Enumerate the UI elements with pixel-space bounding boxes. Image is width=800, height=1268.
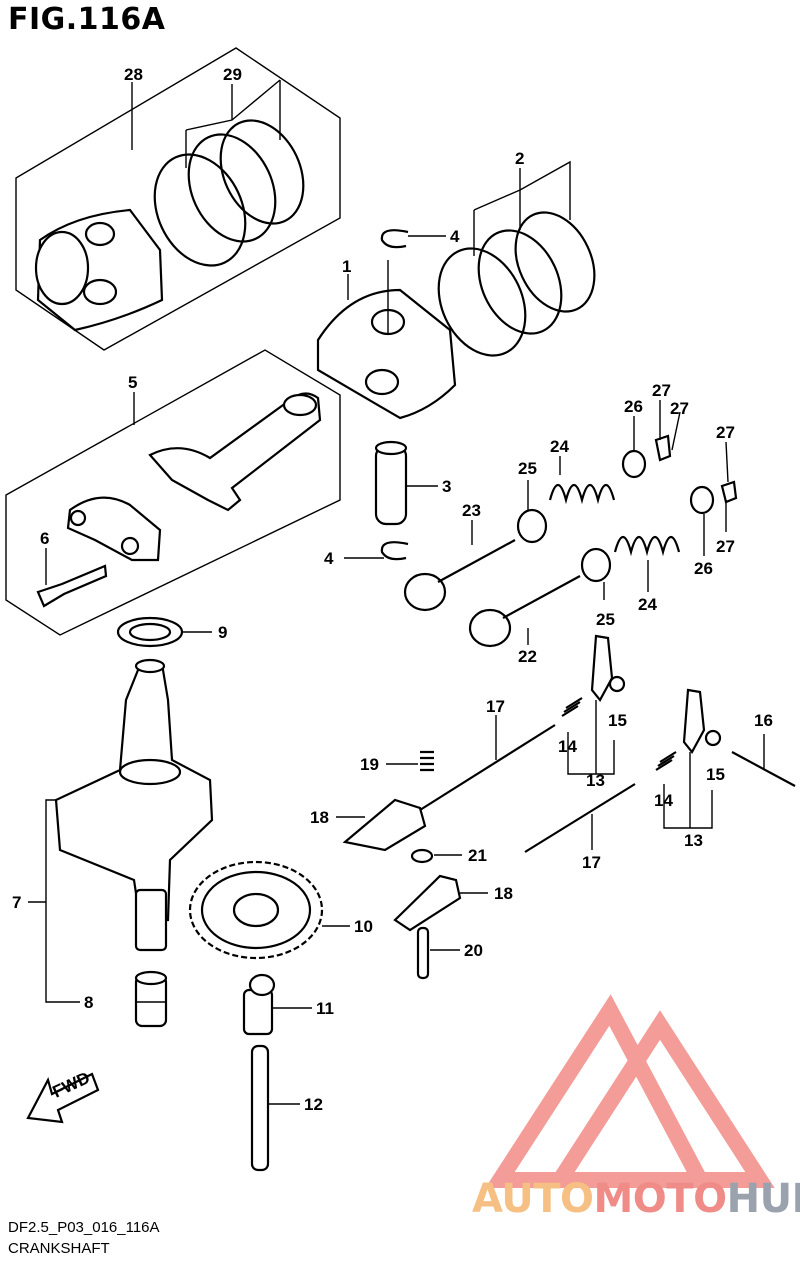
callout-6: 6: [40, 529, 49, 548]
callout-2: 2: [515, 149, 524, 168]
rocker-shaft-17-upper: [419, 724, 556, 811]
callout-26-lower: 26: [694, 559, 713, 578]
spring-14-lower: [655, 751, 677, 771]
callout-25-lower: 25: [596, 610, 615, 629]
valve-seat-26-upper: [621, 449, 647, 479]
rocker-arm-13-lower: [682, 688, 706, 754]
callout-25-upper: 25: [518, 459, 537, 478]
spring-14-upper: [561, 697, 583, 717]
callout-13-upper: 13: [586, 771, 605, 790]
callout-15-lower: 15: [706, 765, 725, 784]
watermark-logo-icon: [485, 994, 775, 1188]
conrod-kit-box: [5, 349, 341, 636]
spring-retainer-25-upper: [516, 508, 548, 544]
spring-retainer-25-lower: [580, 547, 612, 583]
callout-13-lower: 13: [684, 831, 703, 850]
shaft-12: [250, 1044, 270, 1172]
washer-21: [410, 848, 434, 864]
callout-22: 22: [518, 647, 537, 666]
callout-29: 29: [223, 65, 242, 84]
tappet-18-upper: [342, 798, 427, 852]
piston-kit-box: [15, 47, 341, 351]
piston-ring-set-2: [437, 211, 596, 357]
callout-17-lower: 17: [582, 853, 601, 872]
callout-18-lower: 18: [494, 884, 513, 903]
valve-cotter-27: [654, 434, 738, 504]
callout-8: 8: [84, 993, 93, 1012]
piston-pin-3: [374, 440, 408, 526]
piston-28: [34, 208, 164, 332]
watermark-moto: MOTO: [593, 1176, 728, 1222]
callout-14-upper: 14: [558, 737, 577, 756]
callout-18-upper: 18: [310, 808, 329, 827]
intake-valve-23: [403, 539, 516, 612]
leader-lines: [28, 79, 765, 1105]
rocker-arm-13-upper: [590, 634, 614, 702]
figure-title: FIG.116A: [8, 2, 166, 37]
callout-11: 11: [316, 999, 334, 1018]
valve-seat-26-lower: [689, 485, 715, 515]
valve-spring-24-upper: [548, 483, 616, 505]
nut-15-lower: [704, 729, 722, 747]
callout-7: 7: [12, 893, 21, 912]
spring-19: [420, 750, 434, 772]
diagram-caption: CRANKSHAFT: [8, 1240, 110, 1257]
oil-seal-9: [116, 616, 184, 648]
callout-20: 20: [464, 941, 483, 960]
conrod-bolt-6: [36, 564, 108, 608]
callout-23: 23: [462, 501, 481, 520]
pin-20: [416, 926, 430, 980]
rocker-shaft-17-lower: [524, 783, 636, 853]
callout-27-a: 27: [652, 381, 671, 400]
callout-19: 19: [360, 755, 379, 774]
cam-gear-10: [188, 860, 324, 960]
callout-4-bottom: 4: [324, 549, 334, 568]
callout-26-upper: 26: [624, 397, 643, 416]
valve-spring-24-lower: [613, 535, 681, 557]
callout-27-d: 27: [716, 537, 735, 556]
crankshaft-7: [54, 658, 214, 952]
callout-24-upper: 24: [550, 437, 569, 456]
fwd-arrow-icon: FWD: [26, 1068, 100, 1124]
callout-1: 1: [342, 257, 351, 276]
callout-28: 28: [124, 65, 143, 84]
tappet-18-lower: [393, 874, 462, 932]
callout-17-upper: 17: [486, 697, 505, 716]
spindle-11: [242, 973, 276, 1036]
nut-15-upper: [608, 675, 626, 693]
callout-5: 5: [128, 373, 137, 392]
callout-16: 16: [754, 711, 773, 730]
watermark-text: AUTOMOTOHUB: [472, 1176, 800, 1222]
bushing-8: [134, 970, 168, 1028]
callout-14-lower: 14: [654, 791, 673, 810]
watermark-hub: HUB: [726, 1176, 800, 1222]
callout-10: 10: [354, 917, 373, 936]
callout-4-top: 4: [450, 227, 460, 246]
connecting-rod: [66, 392, 322, 562]
circlip-4-bottom: [380, 541, 409, 561]
callout-21: 21: [468, 846, 487, 865]
callout-27-b: 27: [670, 399, 689, 418]
diagram-code: DF2.5_P03_016_116A: [8, 1219, 160, 1236]
piston-1: [316, 260, 457, 420]
exhaust-valve-22: [468, 575, 581, 648]
circlip-4-top: [380, 229, 409, 249]
callout-27-c: 27: [716, 423, 735, 442]
callout-labels: 28 29 2 4 1 5 3 6 4 9 7 8 10 11 12 23 22…: [12, 65, 773, 1114]
watermark-auto: AUTO: [472, 1176, 594, 1222]
callout-15-upper: 15: [608, 711, 627, 730]
callout-3: 3: [442, 477, 451, 496]
piston-ring-set-29: [153, 119, 305, 267]
callout-24-lower: 24: [638, 595, 657, 614]
callout-12: 12: [304, 1095, 323, 1114]
callout-9: 9: [218, 623, 227, 642]
